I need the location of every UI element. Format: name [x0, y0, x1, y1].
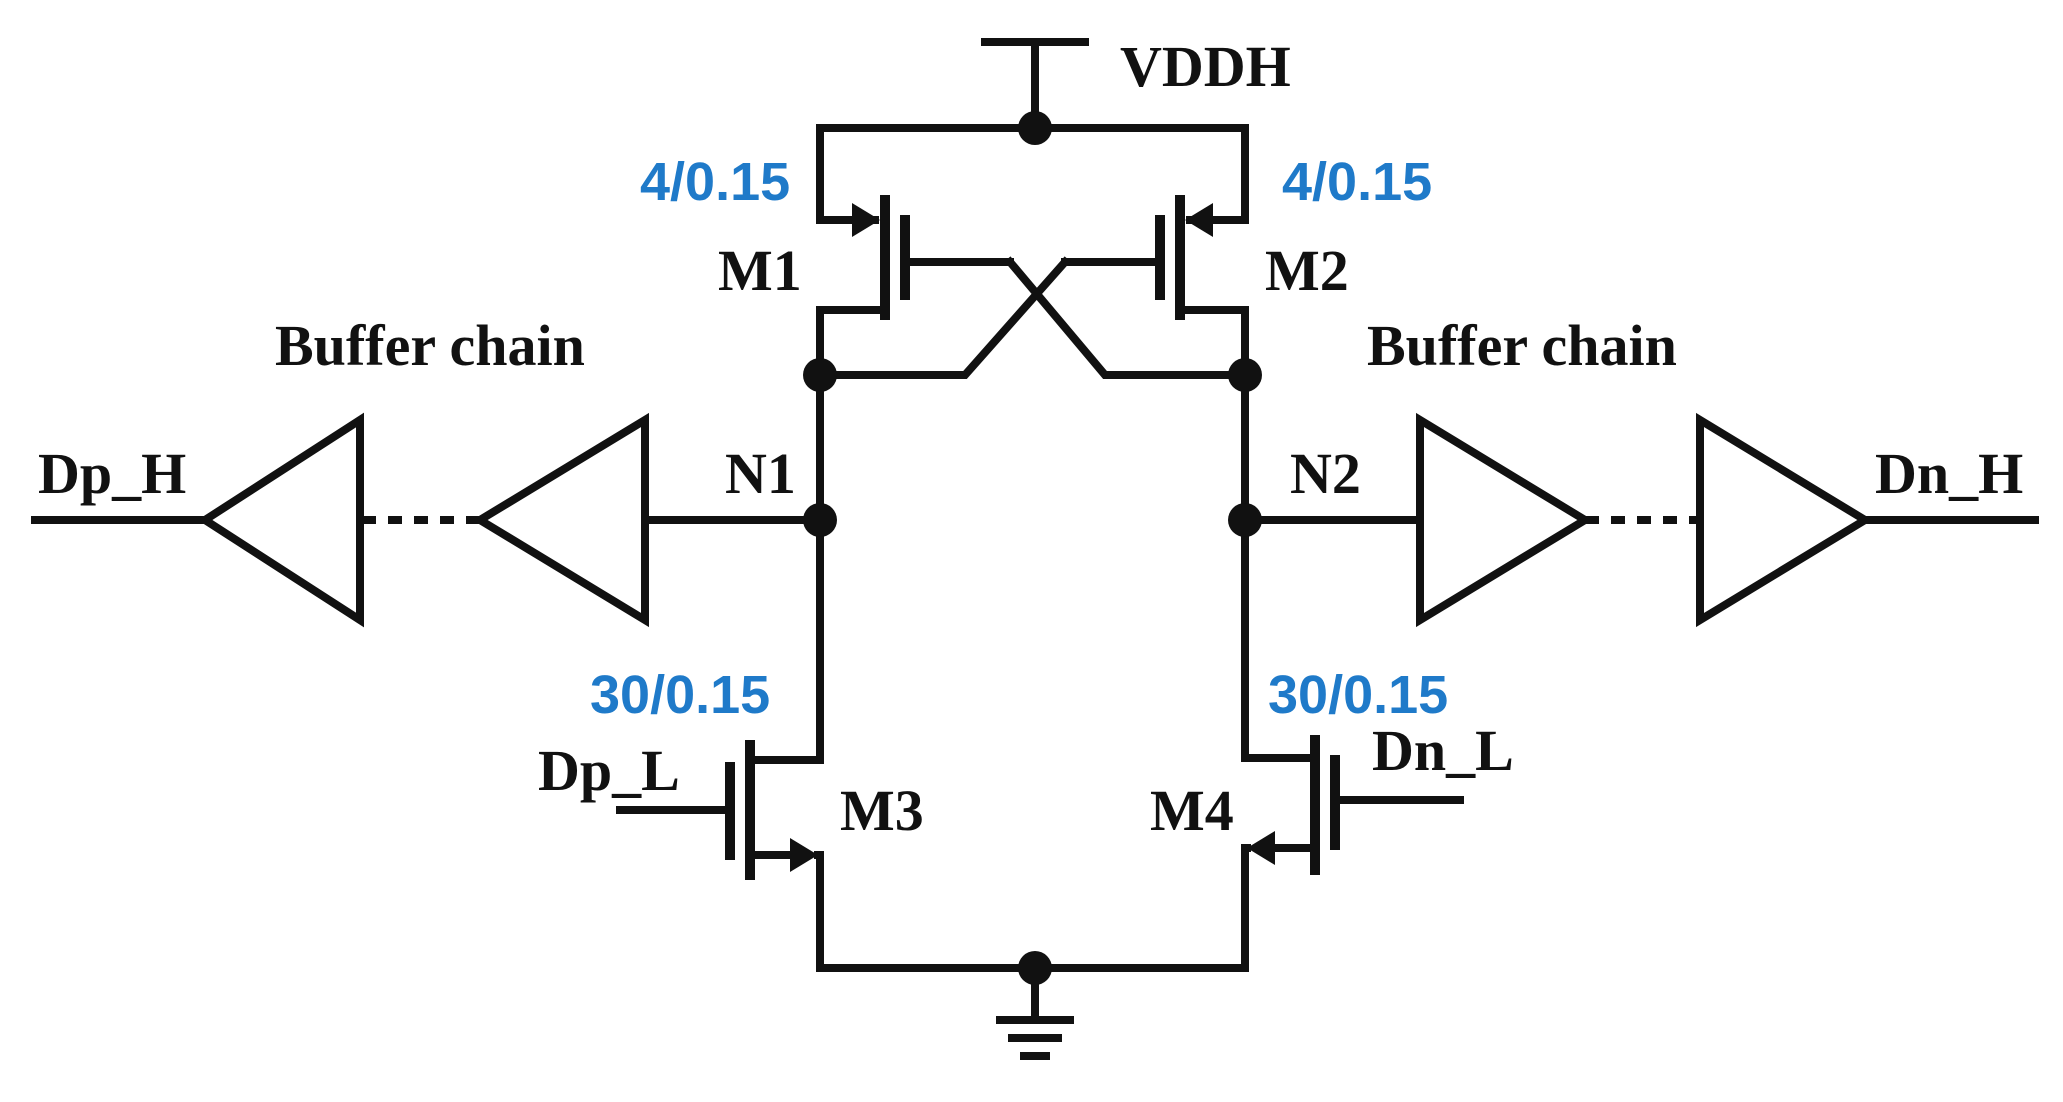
cross-couple-wire-b: [1004, 256, 1249, 379]
n1-label: N1: [725, 441, 796, 506]
right-buffer-triangle-1: [1416, 412, 1593, 628]
m3-nmos-transistor: [616, 740, 824, 972]
m2-label: M2: [1265, 238, 1349, 303]
m4-size-label: 30/0.15: [1268, 665, 1448, 725]
left-buffer-triangle-2: [197, 412, 364, 628]
buffer-chain-label-right: Buffer chain: [1367, 313, 1677, 378]
dn-l-label: Dn_L: [1372, 718, 1514, 783]
m1-label: M1: [718, 238, 802, 303]
vddh-junction-dot: [1018, 111, 1052, 145]
cross-couple-wire-a: [816, 256, 1071, 379]
right-buffer-triangle-2: [1696, 412, 1873, 628]
m1-pmos-transistor: [816, 195, 1014, 379]
m1-size-label: 4/0.15: [640, 152, 790, 212]
dn-h-label: Dn_H: [1875, 441, 2023, 506]
n2-label: N2: [1290, 441, 1361, 506]
m4-label: M4: [1150, 778, 1234, 843]
dp-l-label: Dp_L: [538, 738, 680, 803]
ground-symbol: [996, 964, 1074, 1060]
buffer-chain-label-left: Buffer chain: [275, 313, 585, 378]
m4-nmos-transistor: [1241, 735, 1464, 972]
m2-size-label: 4/0.15: [1282, 152, 1432, 212]
m2-pmos-transistor: [1061, 195, 1249, 379]
left-buffer-triangle-1: [472, 412, 649, 628]
m3-size-label: 30/0.15: [590, 665, 770, 725]
supply-label: VDDH: [1120, 34, 1291, 99]
dp-h-label: Dp_H: [38, 441, 186, 506]
m3-label: M3: [840, 778, 924, 843]
